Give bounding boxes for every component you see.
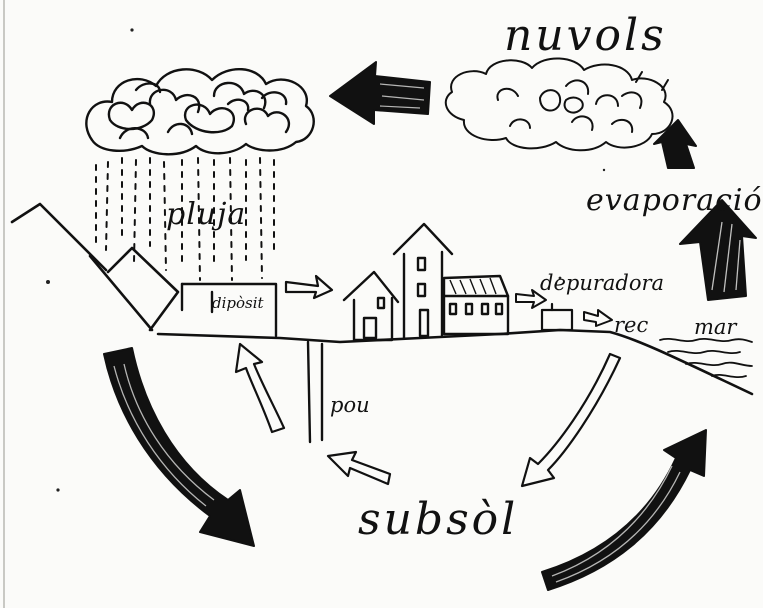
treatment-plant — [542, 304, 572, 330]
infiltration-arrow — [104, 348, 254, 546]
wind-arrow — [330, 62, 430, 124]
label-irrigation: rec — [614, 313, 648, 337]
label-sea: mar — [694, 315, 738, 339]
evaporation-small-arrow — [654, 120, 696, 168]
label-evaporation: evaporació — [586, 183, 763, 218]
label-well: pou — [330, 393, 370, 417]
subsoil-to-well-arrow — [328, 452, 390, 484]
mountains — [12, 204, 178, 330]
rain-cloud — [86, 69, 313, 154]
tank-to-village-arrow — [286, 276, 332, 298]
sea-to-subsoil-arrow — [522, 354, 620, 486]
well-to-tank-arrow — [236, 344, 284, 432]
label-clouds: nuvols — [504, 10, 667, 61]
label-treatment-plant: depuradora — [540, 271, 664, 295]
evaporation-cloud — [446, 58, 673, 150]
plant-to-irrigation-arrow — [584, 310, 612, 326]
label-tank: dipòsit — [212, 294, 265, 312]
well — [308, 342, 322, 442]
label-subsoil: subsòl — [358, 494, 518, 545]
village — [344, 224, 508, 340]
groundwater-return-arrow — [542, 430, 706, 590]
roof-hatching — [450, 278, 496, 294]
label-rain: pluja — [166, 197, 246, 232]
